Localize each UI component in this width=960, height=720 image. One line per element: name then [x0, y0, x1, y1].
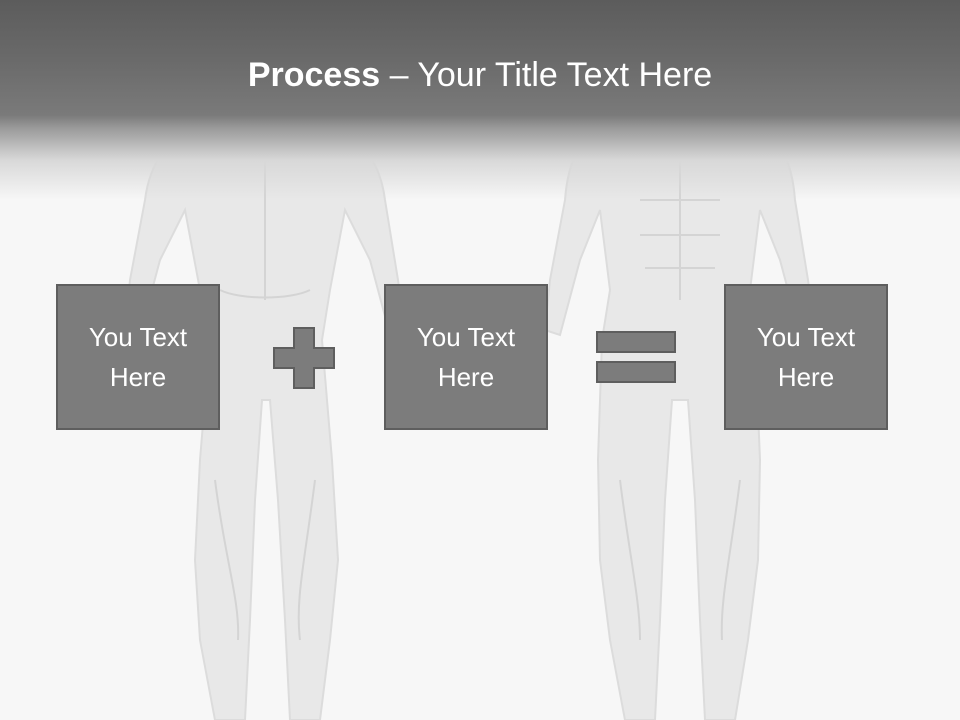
title-bar: [0, 0, 960, 200]
text-box-1-label: You Text Here: [88, 322, 188, 392]
text-box-1[interactable]: You Text Here: [56, 284, 220, 430]
title-separator: –: [380, 56, 418, 94]
slide-title: Process – Your Title Text Here: [0, 52, 960, 98]
title-rest: Your Title Text Here: [417, 56, 713, 94]
text-box-3-label: You Text Here: [756, 322, 856, 392]
title-bold-part: Process: [247, 56, 381, 94]
text-box-2[interactable]: You Text Here: [384, 284, 548, 430]
equals-icon: [596, 331, 676, 383]
text-box-2-label: You Text Here: [416, 322, 516, 392]
plus-icon: [273, 327, 335, 389]
text-box-3[interactable]: You Text Here: [724, 284, 888, 430]
